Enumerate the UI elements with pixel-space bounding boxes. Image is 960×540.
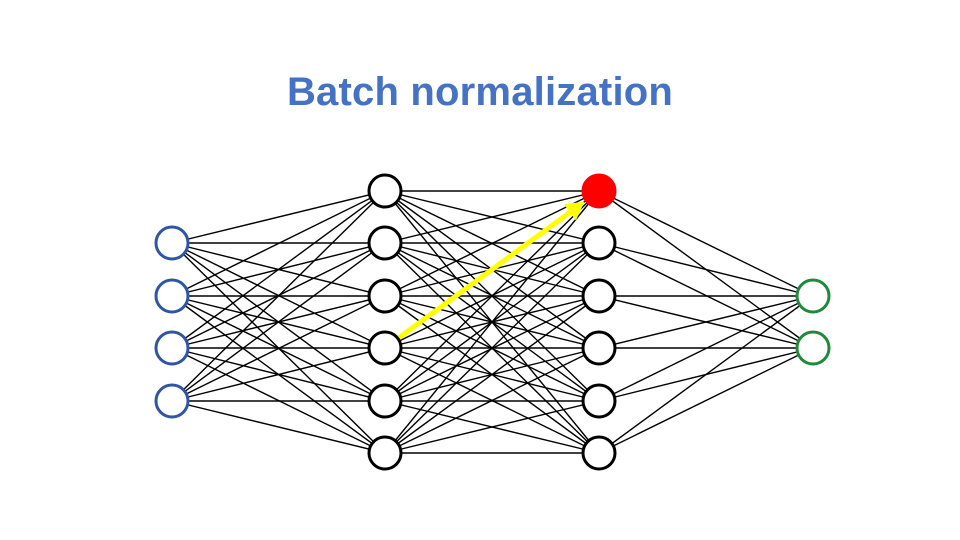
edge-l1-n5-to-l2-n4	[384, 400, 600, 454]
edge-l0-n3-to-l1-n5	[171, 400, 386, 454]
hidden-layer-2-node-3	[581, 330, 617, 366]
edge-l1-n5-to-l2-n3	[384, 347, 600, 454]
hidden-layer-2-node-0-highlighted	[581, 173, 617, 209]
edge-l1-n5-to-l2-n2	[384, 295, 600, 454]
edge-l1-n2-to-l2-n0	[384, 190, 600, 297]
hidden-layer-2-node-2	[581, 278, 617, 314]
hidden-layer-1-node-2	[367, 278, 403, 314]
input-layer-node-3	[154, 383, 190, 419]
hidden-layer-1-node-4	[367, 383, 403, 419]
output-layer-node-1	[795, 330, 831, 366]
hidden-layer-1-node-1	[367, 225, 403, 261]
edge-l0-n2-to-l1-n0	[171, 190, 386, 349]
highlight-arrow-head	[564, 201, 585, 221]
hidden-layer-1-node-5	[367, 435, 403, 471]
input-layer-node-2	[154, 330, 190, 366]
hidden-layer-1-node-3	[367, 330, 403, 366]
edge-l1-n4-to-l2-n0	[384, 190, 600, 402]
highlight-arrow-group	[396, 201, 585, 341]
edge-l1-n5-to-l2-n0	[384, 190, 600, 454]
edge-l1-n1-to-l2-n0	[384, 190, 600, 244]
edge-l0-n3-to-l1-n0	[171, 190, 386, 402]
input-layer-node-1	[154, 278, 190, 314]
edge-l1-n5-to-l2-n1	[384, 242, 600, 454]
output-layer-node-0	[795, 278, 831, 314]
network-nodes	[154, 173, 831, 471]
edge-l0-n0-to-l1-n0	[171, 190, 386, 244]
input-layer-node-0	[154, 225, 190, 261]
highlight-arrow-shaft	[396, 210, 572, 341]
edge-l0-n3-to-l1-n2	[171, 295, 386, 402]
edge-l2-n5-to-l3-n1	[598, 347, 814, 454]
edge-l2-n3-to-l3-n0	[598, 295, 814, 349]
hidden-layer-2-node-5	[581, 435, 617, 471]
edge-l2-n5-to-l3-n0	[598, 295, 814, 454]
edge-l2-n0-to-l3-n0	[598, 190, 814, 297]
edge-l0-n1-to-l1-n0	[171, 190, 386, 297]
edge-l2-n1-to-l3-n0	[598, 242, 814, 297]
hidden-layer-2-node-4	[581, 383, 617, 419]
edge-l0-n3-to-l1-n1	[171, 242, 386, 402]
hidden-layer-1-node-0	[367, 173, 403, 209]
edge-l0-n3-to-l1-n3	[171, 347, 386, 402]
edge-l2-n4-to-l3-n0	[598, 295, 814, 402]
diagram-title: Batch normalization	[286, 70, 674, 114]
hidden-layer-2-node-1	[581, 225, 617, 261]
connection-edges	[171, 190, 814, 454]
